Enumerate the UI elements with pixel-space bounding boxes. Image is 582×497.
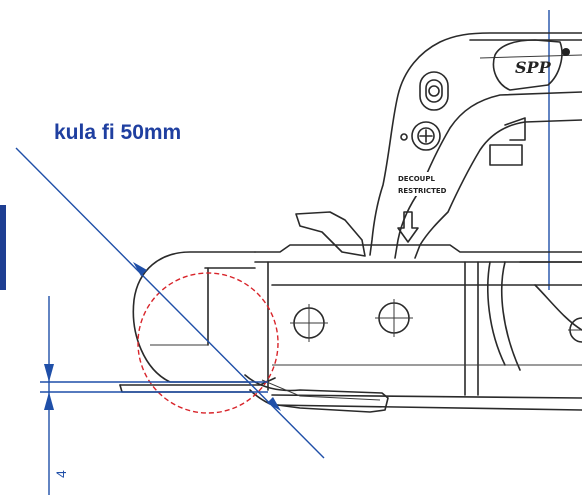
- mounting-hole-1: [290, 304, 328, 342]
- registered-dot: [562, 48, 570, 56]
- ball-diameter-label: kula fi 50mm: [54, 121, 181, 144]
- dimension-value: 4: [53, 470, 69, 478]
- leader-arrowhead-1: [133, 262, 147, 276]
- coupling-handle: SPP DECOUPL RESTRICTED: [295, 32, 582, 259]
- mounting-hole-2: [375, 299, 413, 337]
- ball-leader-line: [15, 147, 325, 459]
- leader-arrowhead-2: [267, 397, 281, 411]
- lock-slot-icon: [419, 71, 449, 111]
- vertical-dimension: 4: [40, 296, 268, 495]
- brand-mark: SPP: [515, 58, 552, 77]
- mounting-hole-3: [568, 317, 582, 343]
- lower-jaw: [244, 374, 389, 413]
- stamp-text-1: DECOUPL: [398, 175, 435, 183]
- dimension-arrow-down: [44, 364, 54, 382]
- coupling-body: [254, 244, 582, 411]
- handle-slot: [489, 144, 523, 166]
- dimension-arrow-up: [44, 392, 54, 410]
- stamp-text-2: RESTRICTED: [398, 187, 447, 195]
- trigger-lever: [295, 211, 366, 257]
- down-arrow-icon: [397, 211, 419, 243]
- brand-badge: [492, 39, 563, 91]
- ball-circle: [137, 272, 279, 414]
- screw-head-icon: [400, 121, 441, 151]
- ball-socket: [119, 251, 389, 413]
- left-blue-bar: [0, 205, 6, 290]
